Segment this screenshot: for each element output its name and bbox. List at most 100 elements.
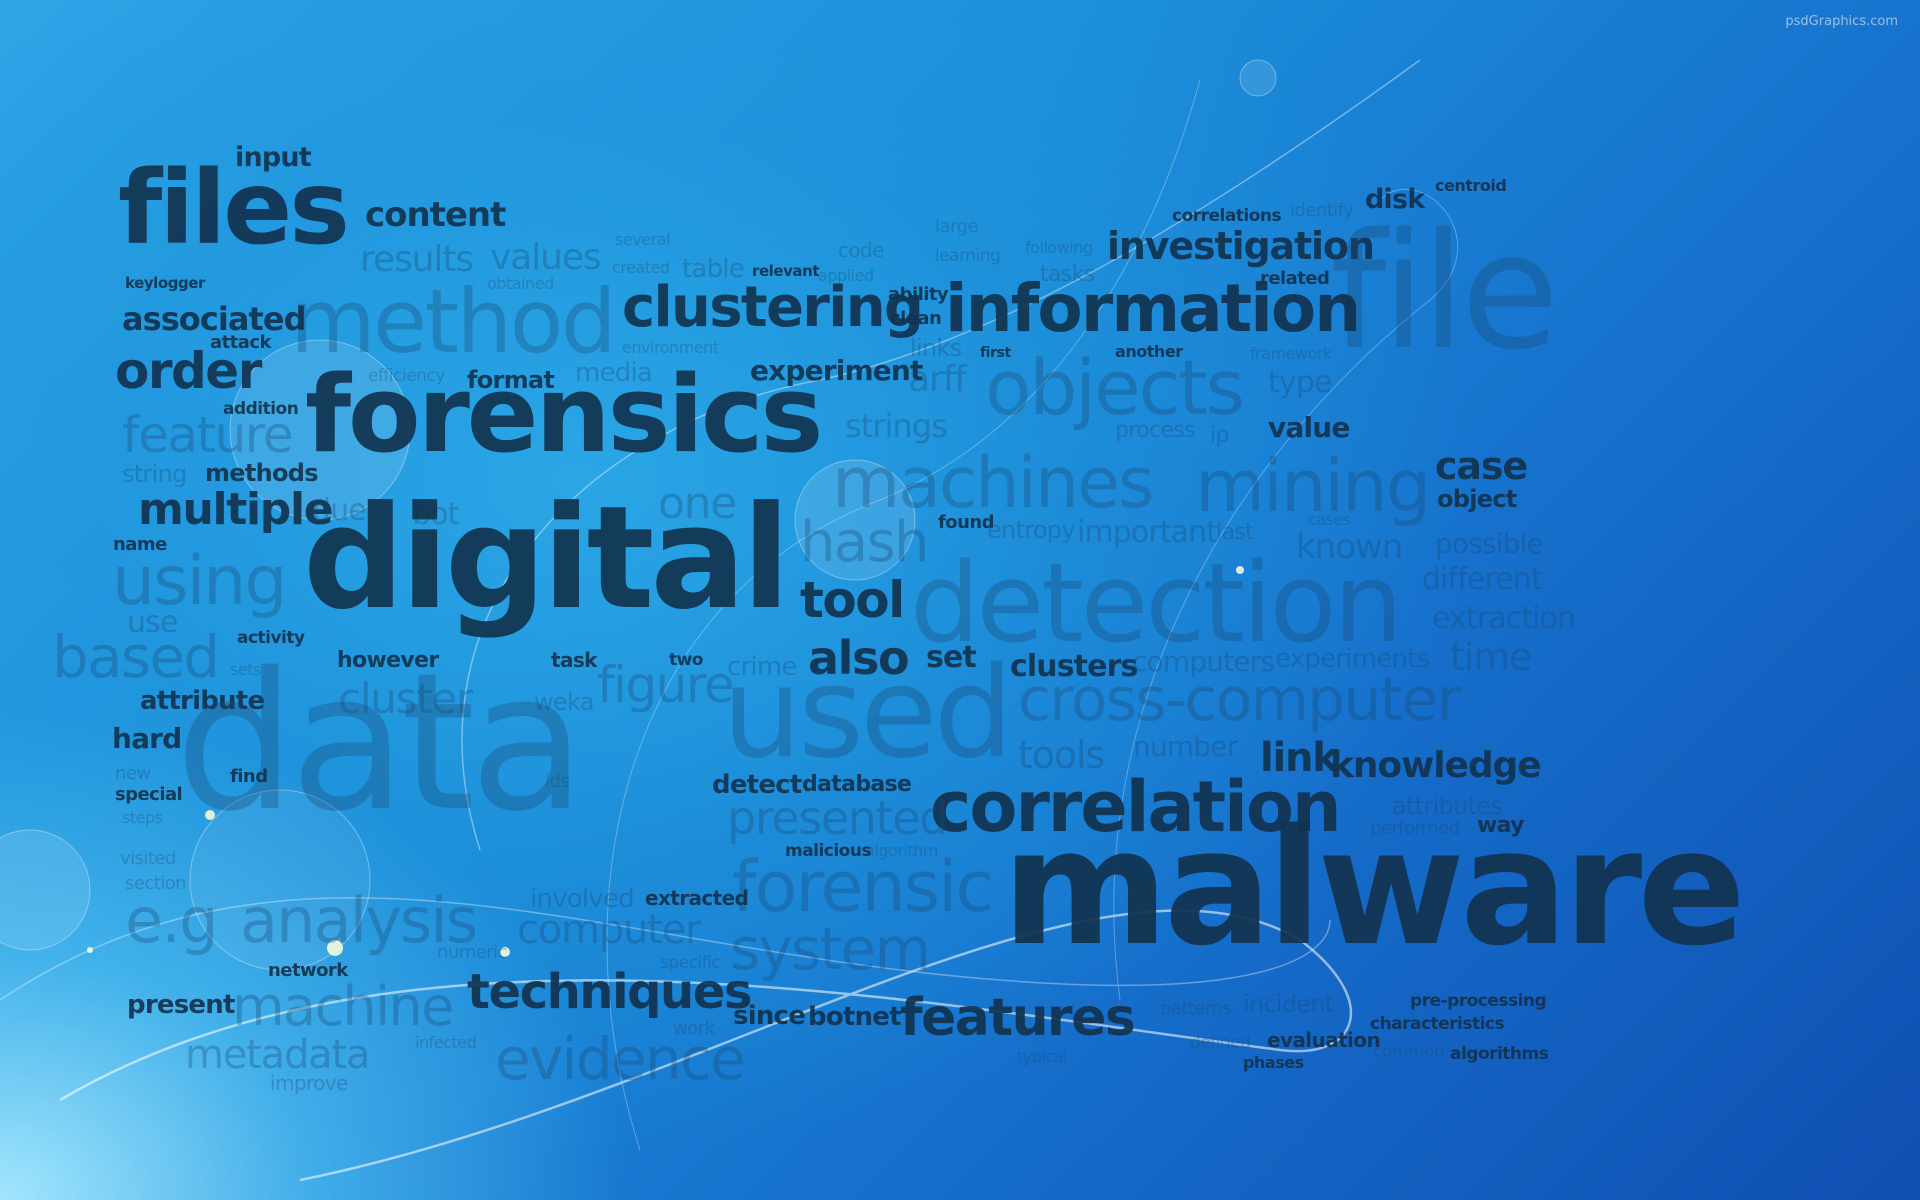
cloud-word-file: file xyxy=(1330,198,1559,385)
cloud-word-bot: bot xyxy=(412,497,459,532)
cloud-word-infected: infected xyxy=(415,1033,477,1052)
cloud-word-number: number xyxy=(1133,730,1238,763)
cloud-word-correlation: correlation xyxy=(930,766,1342,848)
cloud-word-tools: tools xyxy=(1018,733,1105,777)
cloud-word-eg: e.g xyxy=(125,884,218,957)
cloud-word-following: following xyxy=(1025,238,1093,257)
cloud-word-experiments: experiments xyxy=(1275,644,1430,674)
cloud-word-addition: addition xyxy=(223,399,299,419)
cloud-word-ids: ids xyxy=(545,771,570,792)
cloud-word-correlations: correlations xyxy=(1172,206,1282,226)
cloud-word-based: based xyxy=(52,623,220,691)
cloud-word-visited: visited xyxy=(120,848,176,869)
cloud-word-present: present xyxy=(127,990,235,1020)
cloud-word-code: code xyxy=(838,238,884,262)
cloud-word-phases: phases xyxy=(1243,1053,1304,1072)
cloud-word-disk: disk xyxy=(1365,184,1425,215)
cloud-word-numeric: numeric xyxy=(437,942,507,963)
cloud-word-ability: ability xyxy=(888,284,949,305)
cloud-word-due: due xyxy=(312,493,367,528)
cloud-word-case: case xyxy=(1435,444,1528,488)
cloud-word-object: object xyxy=(1437,485,1517,513)
cloud-word-patterns: patterns xyxy=(1160,998,1232,1019)
cloud-word-feature: feature xyxy=(122,406,294,464)
cloud-word-computer: computer xyxy=(517,907,702,953)
cloud-word-use: use xyxy=(127,605,178,640)
cloud-word-clusters: clusters xyxy=(1010,649,1138,684)
cloud-word-cross-computer: cross-computer xyxy=(1018,665,1461,735)
cloud-word-input: input xyxy=(235,142,312,173)
cloud-word-clustering: clustering xyxy=(622,275,924,340)
cloud-word-malware: malware xyxy=(1002,794,1746,981)
cloud-word-forensics: forensics xyxy=(305,353,823,476)
cloud-word-extraction: extraction xyxy=(1432,601,1576,636)
cloud-word-methods: methods xyxy=(205,459,318,487)
cloud-word-machine: machine xyxy=(232,975,454,1038)
cloud-word-common: common xyxy=(1373,1042,1444,1062)
cloud-word-first: first xyxy=(980,345,1011,361)
cloud-word-involved: involved xyxy=(530,884,635,914)
cloud-word-order: order xyxy=(115,342,262,400)
cloud-word-detect: detect xyxy=(712,770,802,800)
cloud-word-cluster: cluster xyxy=(338,674,473,723)
cloud-word-results: results xyxy=(360,239,474,280)
cloud-word-information: information xyxy=(945,270,1361,347)
cloud-word-new: new xyxy=(115,763,151,784)
cloud-word-evaluation: evaluation xyxy=(1267,1028,1381,1052)
cloud-word-entropy: entropy xyxy=(987,516,1076,544)
cloud-word-characteristics: characteristics xyxy=(1370,1014,1505,1034)
cloud-word-content: content xyxy=(365,195,506,235)
cloud-word-find: find xyxy=(230,766,268,787)
cloud-word-specific: specific xyxy=(660,953,721,973)
cloud-word-work: work xyxy=(673,1018,715,1039)
cloud-word-experiment: experiment xyxy=(750,354,923,387)
cloud-word-last: last xyxy=(1216,520,1254,545)
cloud-word-identify: identify xyxy=(1290,200,1354,221)
cloud-word-arff: arff xyxy=(908,359,967,400)
cloud-word-centroid: centroid xyxy=(1435,176,1507,195)
cloud-word-value: value xyxy=(1268,411,1350,444)
cloud-word-data: data xyxy=(175,632,586,853)
cloud-word-tool: tool xyxy=(800,571,905,629)
cloud-word-format: format xyxy=(467,366,555,394)
cloud-word-detection: detection xyxy=(910,539,1403,667)
cloud-word-media: media xyxy=(575,358,653,388)
cloud-word-steps: steps xyxy=(122,808,163,827)
cloud-word-different: different xyxy=(1422,562,1543,597)
cloud-word-large: large xyxy=(935,216,978,237)
cloud-word-however: however xyxy=(337,648,439,673)
cloud-word-evidence: evidence xyxy=(495,1025,746,1093)
cloud-word-possible: possible xyxy=(1435,527,1544,560)
cloud-word-important: important xyxy=(1077,515,1218,550)
cloud-word-weka: weka xyxy=(534,688,594,716)
cloud-word-process: process xyxy=(1115,418,1196,443)
cloud-word-link: link xyxy=(1260,735,1339,781)
cloud-word-associated: associated xyxy=(122,300,306,338)
cloud-word-activity: activity xyxy=(237,628,305,648)
cloud-word-multiple: multiple xyxy=(138,484,334,535)
cloud-word-network: network xyxy=(268,960,348,981)
cloud-word-incident: incident xyxy=(1243,990,1334,1018)
cloud-word-used: used xyxy=(722,639,1014,786)
cloud-word-attack: attack xyxy=(210,332,271,353)
cloud-word-objects: objects xyxy=(985,343,1245,432)
cloud-word-clean: clean xyxy=(890,308,942,329)
cloud-word-algorithm: algorithm xyxy=(865,841,938,860)
cloud-word-machines: machines xyxy=(832,442,1155,524)
cloud-word-learning: learning xyxy=(935,246,1001,266)
cloud-word-hard: hard xyxy=(112,722,182,755)
cloud-word-computers: computers xyxy=(1132,645,1275,678)
cloud-word-metadata: metadata xyxy=(185,1032,370,1078)
cloud-word-malicious: malicious xyxy=(785,841,872,861)
cloud-word-also: also xyxy=(808,631,910,685)
cloud-word-features: features xyxy=(900,988,1136,1048)
cloud-word-name: name xyxy=(113,534,167,555)
cloud-word-crime: crime xyxy=(727,652,797,682)
cloud-word-string: string xyxy=(122,460,187,488)
cloud-word-presented: presented xyxy=(727,791,948,845)
cloud-word-environment: environment xyxy=(622,338,719,357)
cloud-word-algorithms: algorithms xyxy=(1450,1044,1549,1064)
cloud-word-time: time xyxy=(1450,635,1532,679)
cloud-word-sets: sets xyxy=(230,660,261,679)
